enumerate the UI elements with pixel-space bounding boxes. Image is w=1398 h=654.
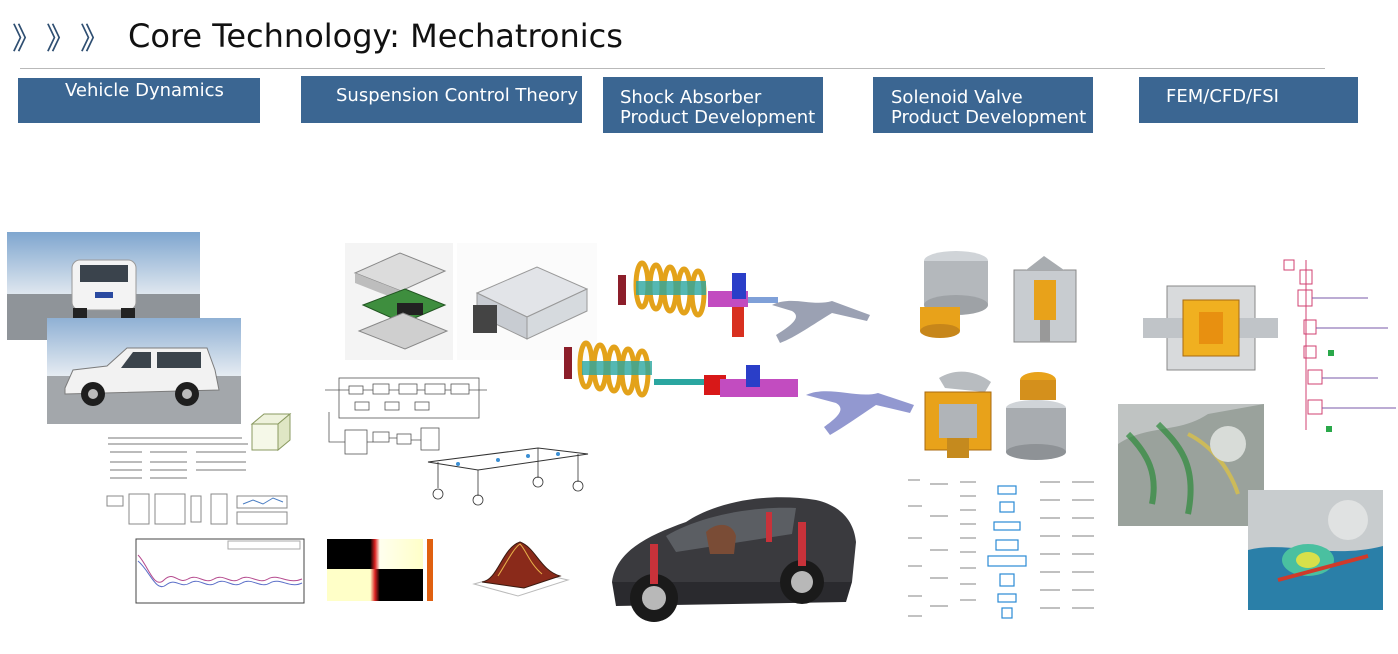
equations-image <box>102 432 252 482</box>
simulation-plot-image <box>108 535 308 613</box>
ecu-exploded-image <box>345 243 453 360</box>
shock-absorber-assembly-2-image <box>558 335 918 447</box>
category-shock-absorber: Shock Absorber Product Development <box>603 77 823 133</box>
control-block-diagram-image <box>325 372 490 460</box>
chevron-icon: 》 <box>12 22 42 57</box>
category-label: Shock Absorber Product Development <box>620 87 816 128</box>
category-vehicle-dynamics: Vehicle Dynamics <box>18 78 260 123</box>
header-divider <box>20 68 1325 69</box>
page-title: Core Technology: Mechatronics <box>128 17 623 55</box>
shock-absorber-assembly-1-image <box>612 255 872 345</box>
category-solenoid-valve: Solenoid Valve Product Development <box>873 77 1093 133</box>
chevron-icon: 》 <box>46 22 76 57</box>
fsi-result-image <box>1248 490 1383 610</box>
category-label: Vehicle Dynamics <box>65 80 224 101</box>
suv-side-view-image <box>47 318 241 424</box>
ecu-housing-image <box>457 243 597 360</box>
block-diagram-small-image <box>103 490 293 530</box>
hydraulic-schematic-image <box>1278 250 1398 440</box>
solenoid-valve-image <box>910 245 995 340</box>
valve-section-image <box>915 368 997 466</box>
page-header: 》 》 》 Core Technology: Mechatronics <box>12 14 623 58</box>
valve-parts-table-image <box>900 476 1100 624</box>
surface-3d-image <box>468 530 573 602</box>
category-label: Suspension Control Theory <box>336 85 578 106</box>
fem-model-image <box>1143 282 1278 374</box>
valve-cutaway-image <box>1010 250 1080 345</box>
category-label: Solenoid Valve Product Development <box>891 87 1087 128</box>
cfd-flow-image <box>1118 404 1264 526</box>
vehicle-model-box-image <box>248 410 292 452</box>
category-label: FEM/CFD/FSI <box>1166 86 1279 107</box>
chevron-icon: 》 <box>80 22 110 57</box>
valve-cylinder-image <box>1000 368 1070 464</box>
category-fem-cfd-fsi: FEM/CFD/FSI <box>1139 77 1358 123</box>
suspension-model-image <box>418 432 600 510</box>
heatmap-image <box>323 535 439 609</box>
car-cutaway-image <box>606 482 858 628</box>
category-suspension-control: Suspension Control Theory <box>301 76 582 123</box>
